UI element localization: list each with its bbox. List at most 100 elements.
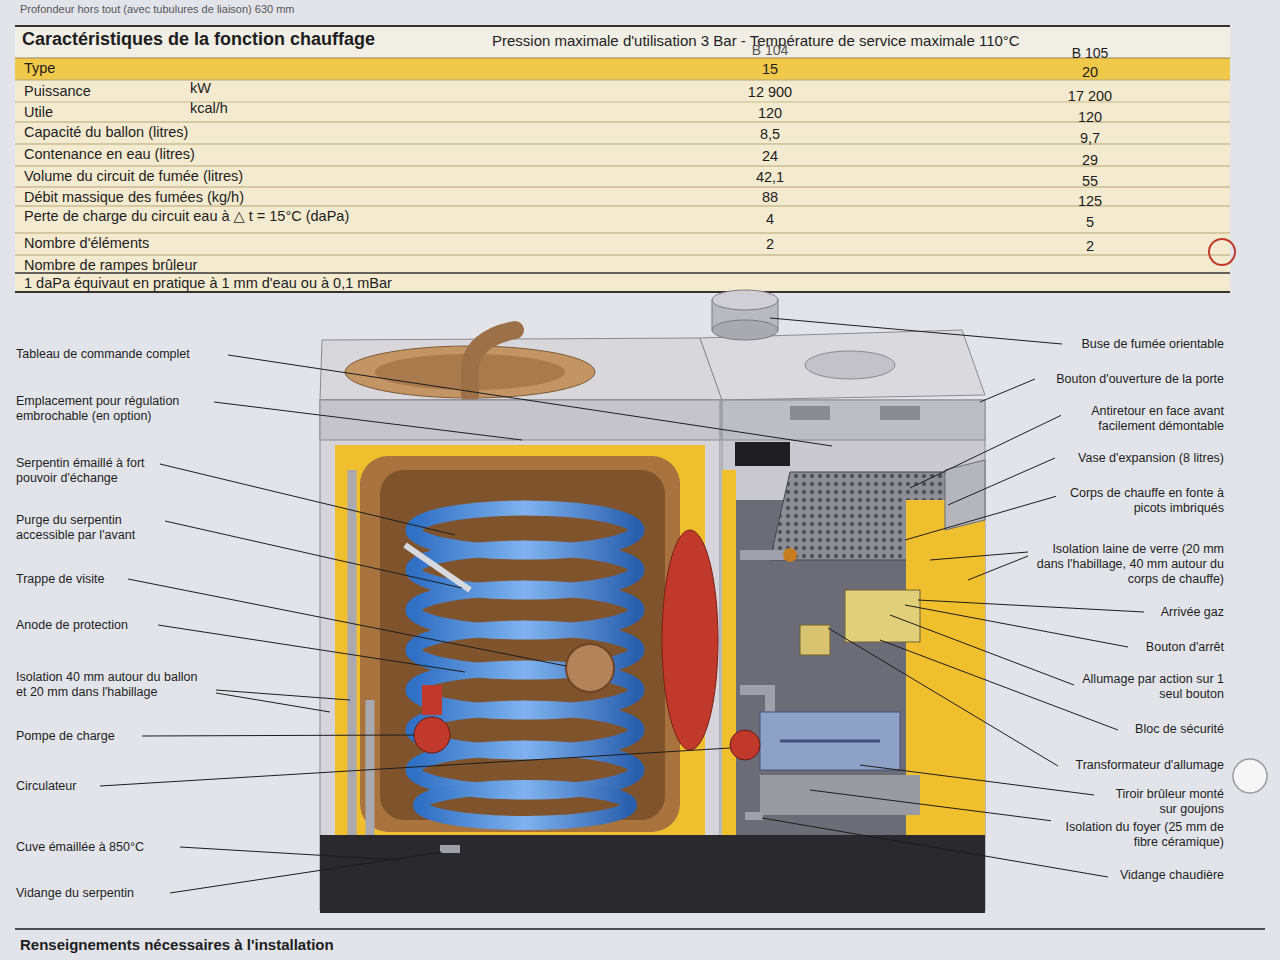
callout-label: Arrivée gaz [1159, 605, 1226, 620]
leader-lines [828, 628, 1058, 766]
callout-label: Serpentin émaillé à fort pouvoir d'échan… [14, 456, 154, 486]
callout-label: Bouton d'ouverture de la porte [1054, 372, 1226, 387]
callout-label: Buse de fumée orientable [1080, 337, 1226, 352]
leader-lines [128, 579, 566, 666]
boiler-cutaway [780, 740, 880, 743]
boiler-cutaway [790, 406, 830, 420]
table-cell: 2 [1030, 238, 1150, 255]
table-grid [15, 144, 1230, 145]
leader-lines [910, 412, 1068, 488]
plinth [320, 812, 985, 913]
row-label: Contenance en eau (litres) [24, 146, 444, 163]
table-cell: 5 [1030, 214, 1150, 231]
leader-lines [170, 852, 442, 893]
water-heater-cutaway [470, 330, 515, 395]
leader-lines [216, 690, 350, 700]
leader-lines [214, 402, 522, 440]
callout-label: Isolation du foyer (25 mm de fibre céram… [1051, 820, 1226, 850]
water-heater-cutaway [360, 456, 680, 832]
callout-label: Emplacement pour régulation embrochable … [14, 394, 214, 424]
boiler-cutaway [783, 548, 797, 562]
section-rule [15, 929, 1265, 930]
boiler-cutaway [740, 550, 790, 560]
callout-label: Tiroir brûleur monté sur goujons [1096, 787, 1226, 817]
callout-label: Purge du serpentin accessible par l'avan… [14, 513, 164, 543]
table-grid [15, 206, 1230, 207]
column-heading: B 104 [710, 42, 830, 59]
table-cell: 8,5 [710, 126, 830, 143]
table-cell: 120 [710, 105, 830, 122]
callout-label: Bouton d'arrêt [1144, 640, 1226, 655]
water-heater-cutaway [320, 400, 720, 910]
table-cell: 9,7 [1030, 130, 1150, 147]
table-grid [15, 58, 1230, 80]
callout-label: Corps de chauffe en fonte à picots imbri… [1056, 486, 1226, 516]
water-heater-cutaway [422, 685, 442, 715]
callout-label: Transformateur d'allumage [1073, 758, 1226, 773]
water-heater-cutaway [662, 530, 718, 750]
water-heater-cutaway [320, 338, 722, 400]
leader-lines [228, 355, 832, 446]
leader-lines [948, 458, 1055, 505]
leader-lines [770, 318, 1062, 344]
water-heater-cutaway [420, 787, 630, 823]
table-grid [15, 26, 1230, 292]
table-grid [15, 26, 1230, 58]
section-heading: Renseignements nécessaires à l'installat… [20, 936, 720, 954]
table-cell: 125 [1030, 193, 1150, 210]
table-cell: 88 [710, 189, 830, 206]
callout-label: Tableau de commande complet [14, 347, 192, 362]
leader-lines [890, 615, 1074, 685]
row-label: Puissance [24, 83, 444, 100]
unit-label: kcal/h [190, 100, 260, 117]
boiler-cutaway [760, 775, 920, 815]
leader-lines [905, 605, 1128, 647]
boiler-cutaway [760, 712, 900, 770]
water-heater-cutaway [405, 545, 470, 590]
table-grid [15, 233, 1230, 234]
table-subheading: Pression maximale d'utilisation 3 Bar - … [492, 32, 1227, 50]
leader-lines [100, 318, 1144, 893]
leader-lines [158, 625, 465, 672]
row-label: Débit massique des fumées (kg/h) [24, 189, 444, 206]
table-title: Caractéristiques de la fonction chauffag… [22, 29, 375, 51]
callout-label: Isolation 40 mm autour du ballon et 20 m… [14, 670, 209, 700]
leader-lines [918, 600, 1144, 612]
callout-label: Antiretour en face avant facilement démo… [1061, 404, 1226, 434]
table-grid [15, 58, 1230, 59]
table-grid [15, 187, 1230, 188]
callout-label: Bloc de sécurité [1133, 722, 1226, 737]
table-cell: 2 [710, 236, 830, 253]
callout-label: Circulateur [14, 779, 78, 794]
leader-lines [968, 556, 1028, 580]
boiler-cutaway [700, 330, 985, 400]
table-cell: 29 [1030, 152, 1150, 169]
callout-label: Trappe de visite [14, 572, 106, 587]
leader-lines [180, 847, 400, 860]
boiler-cutaway [700, 290, 985, 910]
table-grid [15, 255, 1230, 256]
boiler-cutaway [805, 351, 895, 379]
boiler-cutaway [712, 320, 778, 340]
boiler-cutaway [722, 400, 985, 440]
boiler-cutaway [730, 730, 760, 760]
row-label: Nombre de rampes brûleur [24, 257, 444, 274]
binder-marks [1209, 239, 1235, 265]
leader-lines [160, 464, 455, 535]
binder-marks [1233, 759, 1267, 793]
callout-label: Pompe de charge [14, 729, 117, 744]
table-grid [15, 291, 1230, 293]
row-label: Volume du circuit de fumée (litres) [24, 168, 444, 185]
callout-label: Cuve émaillée à 850°C [14, 840, 146, 855]
table-cell: 15 [710, 61, 830, 78]
callout-label: Allumage par action sur 1 seul bouton [1076, 672, 1226, 702]
binder-marks [1209, 239, 1267, 793]
callout-label: Vidange chaudière [1118, 868, 1226, 883]
unit-label: kW [190, 80, 250, 97]
callout-label: Anode de protection [14, 618, 130, 633]
footnote: 1 daPa équivaut en pratique à 1 mm d'eau… [24, 275, 724, 292]
water-heater-cutaway [320, 330, 722, 910]
leader-lines [905, 494, 1064, 540]
boiler-cutaway [880, 406, 920, 420]
